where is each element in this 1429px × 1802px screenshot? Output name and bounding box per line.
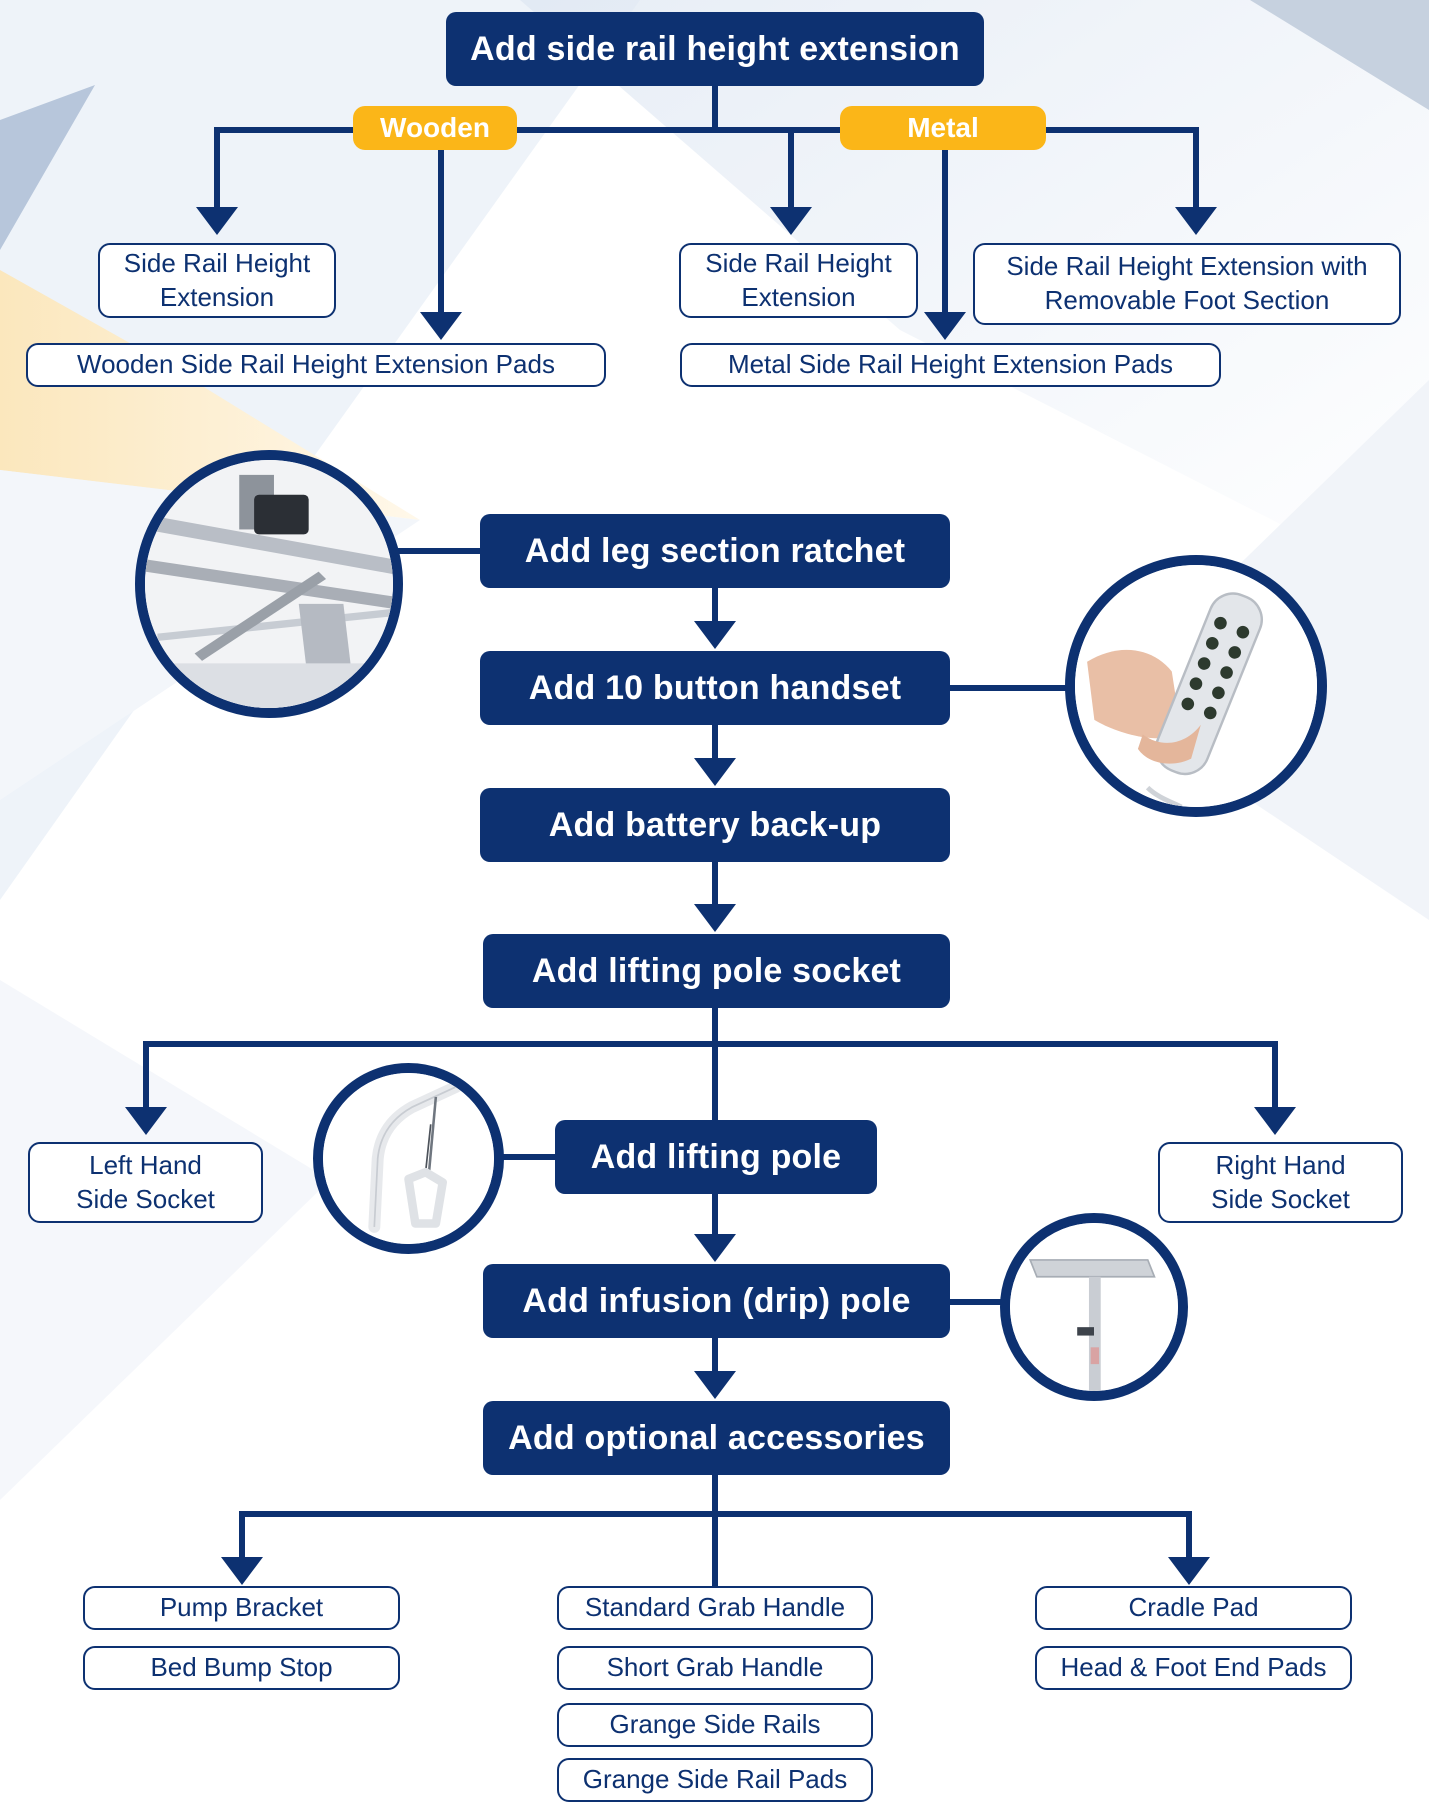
- step-lifting-pole-socket[interactable]: Add lifting pole socket: [483, 934, 950, 1008]
- infusion-pole-illustration: [1010, 1223, 1178, 1391]
- arrowhead: [694, 1234, 736, 1262]
- step-label: Add lifting pole: [590, 1137, 842, 1176]
- option-metal-extension-removable-foot[interactable]: Side Rail Height Extension with Removabl…: [973, 243, 1401, 325]
- step-label: Add battery back-up: [548, 805, 882, 844]
- option-left-hand-socket[interactable]: Left Hand Side Socket: [28, 1142, 263, 1223]
- accessory-cradle-pad[interactable]: Cradle Pad: [1035, 1586, 1352, 1630]
- step-infusion-pole[interactable]: Add infusion (drip) pole: [483, 1264, 950, 1338]
- step-label: Add side rail height extension: [470, 29, 960, 68]
- option-label: Bed Bump Stop: [150, 1652, 333, 1683]
- option-label: Grange Side Rail Pads: [582, 1764, 848, 1795]
- accessory-grange-side-rails[interactable]: Grange Side Rails: [557, 1703, 873, 1747]
- step-side-rail-extension[interactable]: Add side rail height extension: [446, 12, 984, 86]
- accessory-short-grab-handle[interactable]: Short Grab Handle: [557, 1646, 873, 1690]
- option-right-hand-socket[interactable]: Right Hand Side Socket: [1158, 1142, 1403, 1223]
- step-10-button-handset[interactable]: Add 10 button handset: [480, 651, 950, 725]
- option-wooden-side-rail-height-extension[interactable]: Side Rail Height Extension: [98, 243, 336, 318]
- wooden-tag-label: Wooden: [380, 112, 490, 143]
- arrowhead: [770, 207, 812, 235]
- arrowhead: [420, 312, 462, 340]
- metal-tag-label: Metal: [907, 112, 979, 143]
- accessory-standard-grab-handle[interactable]: Standard Grab Handle: [557, 1586, 873, 1630]
- step-optional-accessories[interactable]: Add optional accessories: [483, 1401, 950, 1475]
- step-label: Add lifting pole socket: [531, 951, 902, 990]
- option-label: Short Grab Handle: [606, 1652, 824, 1683]
- arrowhead: [694, 904, 736, 932]
- option-label: Standard Grab Handle: [584, 1592, 846, 1623]
- step-leg-section-ratchet[interactable]: Add leg section ratchet: [480, 514, 950, 588]
- option-metal-extension-pads[interactable]: Metal Side Rail Height Extension Pads: [680, 343, 1221, 387]
- option-label: Cradle Pad: [1128, 1592, 1259, 1623]
- lifting-pole-illustration: [323, 1073, 494, 1244]
- option-label: Metal Side Rail Height Extension Pads: [727, 349, 1174, 380]
- accessory-head-foot-end-pads[interactable]: Head & Foot End Pads: [1035, 1646, 1352, 1690]
- step-label: Add leg section ratchet: [524, 531, 906, 570]
- option-label: Side Rail Height Extension with Removabl…: [1006, 251, 1368, 315]
- arrowhead: [694, 1371, 736, 1399]
- metal-tag: Metal: [840, 106, 1046, 150]
- option-label: Head & Foot End Pads: [1060, 1652, 1327, 1683]
- arrowhead: [1168, 1557, 1210, 1585]
- arrowhead: [1175, 207, 1217, 235]
- leg-ratchet-illustration: [145, 460, 393, 708]
- arrowhead: [221, 1557, 263, 1585]
- leg-ratchet-photo: [135, 450, 403, 718]
- option-label: Side Rail Height Extension: [123, 247, 311, 312]
- handset-photo: [1065, 555, 1327, 817]
- arrowhead: [694, 621, 736, 649]
- infusion-pole-photo: [1000, 1213, 1188, 1401]
- option-label: Wooden Side Rail Height Extension Pads: [77, 349, 555, 380]
- option-wooden-extension-pads[interactable]: Wooden Side Rail Height Extension Pads: [26, 343, 606, 387]
- option-label: Side Rail Height Extension: [705, 247, 892, 312]
- handset-illustration: [1075, 565, 1317, 807]
- arrowhead: [196, 207, 238, 235]
- step-label: Add infusion (drip) pole: [522, 1281, 911, 1320]
- option-label: Right Hand Side Socket: [1211, 1149, 1350, 1214]
- step-label: Add optional accessories: [508, 1418, 925, 1457]
- wooden-tag: Wooden: [353, 106, 517, 150]
- accessory-pump-bracket[interactable]: Pump Bracket: [83, 1586, 400, 1630]
- lifting-pole-photo: [313, 1063, 504, 1254]
- arrowhead: [125, 1107, 167, 1135]
- option-metal-side-rail-height-extension[interactable]: Side Rail Height Extension: [679, 243, 918, 318]
- arrowhead: [1254, 1107, 1296, 1135]
- step-label: Add 10 button handset: [528, 668, 902, 707]
- arrowhead: [694, 758, 736, 786]
- step-battery-backup[interactable]: Add battery back-up: [480, 788, 950, 862]
- option-label: Pump Bracket: [159, 1592, 324, 1623]
- step-lifting-pole[interactable]: Add lifting pole: [555, 1120, 877, 1194]
- accessory-grange-side-rail-pads[interactable]: Grange Side Rail Pads: [557, 1758, 873, 1802]
- option-label: Left Hand Side Socket: [76, 1149, 215, 1214]
- option-label: Grange Side Rails: [609, 1709, 821, 1740]
- arrowhead: [924, 312, 966, 340]
- accessory-bed-bump-stop[interactable]: Bed Bump Stop: [83, 1646, 400, 1690]
